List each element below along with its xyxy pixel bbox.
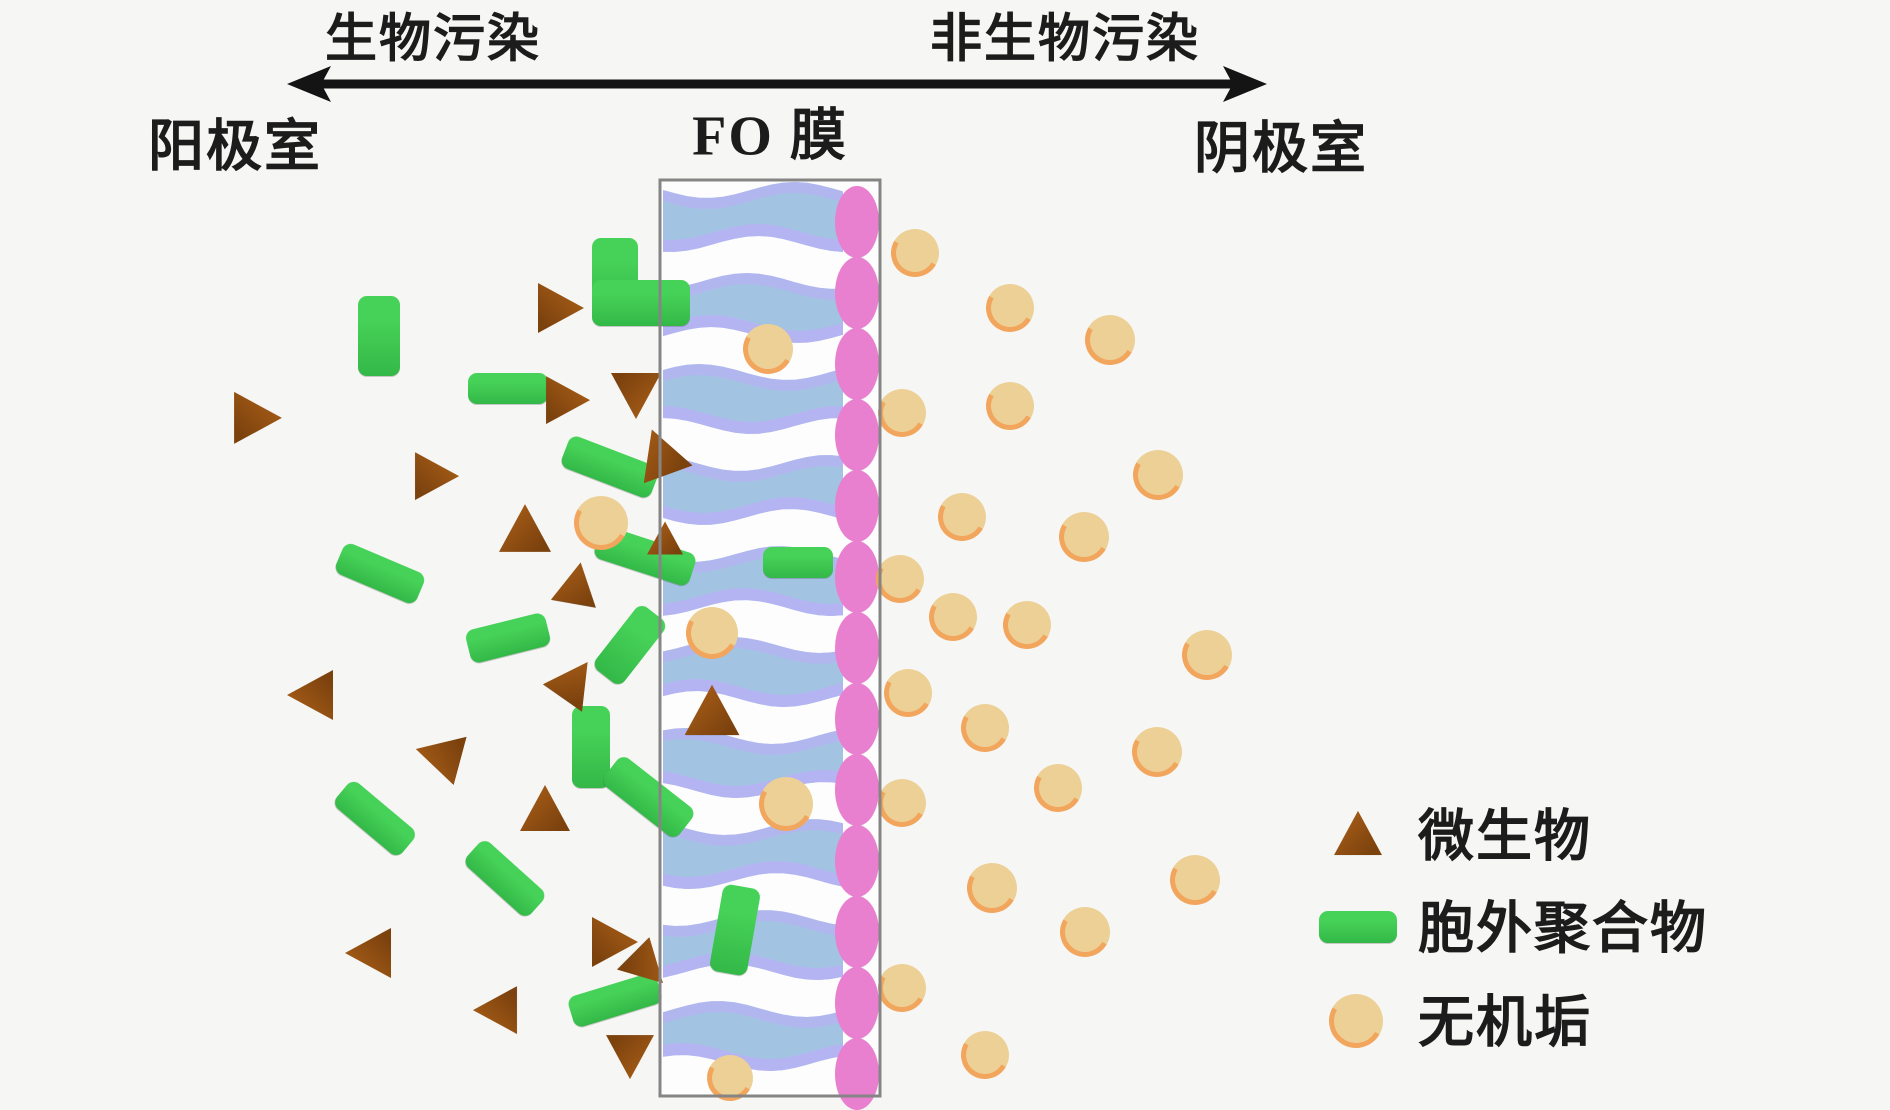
eps-rod	[572, 706, 610, 788]
arrowhead-icon	[287, 66, 331, 102]
membrane-pink-ellipse	[835, 399, 879, 471]
membrane-pink-ellipse	[835, 825, 879, 897]
membrane-pink-ellipse	[835, 683, 879, 755]
eps-rod-icon	[1319, 911, 1397, 943]
legend-label-eps: 胞外聚合物	[1418, 898, 1708, 961]
arrowhead-icon	[1223, 66, 1267, 102]
membrane-pink-ellipse	[835, 328, 879, 400]
membrane-pink-ellipse	[835, 186, 879, 258]
cathode-chamber-label: 阴极室	[1194, 118, 1368, 181]
anode-chamber-label: 阳极室	[148, 116, 322, 179]
eps-rod	[358, 296, 400, 376]
eps-rod	[763, 546, 833, 578]
membrane-box-border	[658, 178, 882, 1098]
legend-label-inorganic-scale: 无机垢	[1418, 992, 1592, 1055]
membrane-pink-ellipse	[835, 541, 879, 613]
membrane-pink-ellipse	[835, 896, 879, 968]
membrane-pink-ellipse	[835, 967, 879, 1039]
eps-rod	[592, 280, 690, 326]
membrane-pink-ellipse	[835, 754, 879, 826]
membrane-pink-ellipse	[835, 612, 879, 684]
membrane-pink-ellipse	[835, 257, 879, 329]
membrane-pink-ellipse	[835, 470, 879, 542]
eps-rod	[468, 372, 548, 404]
biofouling-label: 生物污染	[324, 11, 542, 69]
fo-membrane-label: FO 膜	[692, 105, 848, 168]
membrane-pink-ellipse	[835, 1038, 879, 1110]
abiotic-fouling-label: 非生物污染	[929, 11, 1201, 69]
legend-label-microorganism: 微生物	[1418, 806, 1592, 869]
